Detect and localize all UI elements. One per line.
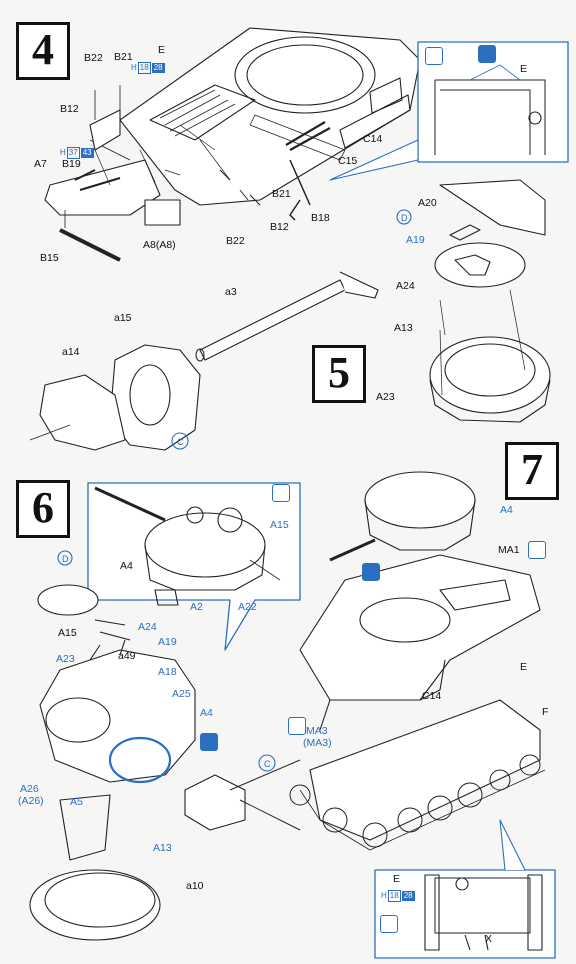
part-label: a15	[114, 312, 132, 324]
part-label: F	[542, 706, 549, 718]
part-label: A4	[200, 707, 213, 719]
step5-mantlet	[29, 344, 201, 451]
part-label: E	[520, 63, 528, 75]
part-label: X	[485, 933, 493, 945]
part-label: a49	[118, 650, 136, 662]
part-label: E	[393, 873, 401, 885]
part-label: MA1	[498, 544, 520, 556]
part-label: B22	[226, 235, 245, 247]
paint-drop-icon	[528, 541, 546, 559]
part-label: A5	[70, 796, 83, 808]
part-label: A4	[500, 504, 513, 516]
part-label: (A26)	[18, 795, 44, 807]
step6-detail-callout	[87, 482, 301, 651]
part-label: B19	[62, 158, 81, 170]
part-label: B21	[114, 51, 133, 63]
part-label: A22	[238, 601, 257, 613]
part-label: A24	[138, 621, 157, 633]
part-label: MA3	[306, 725, 328, 737]
part-label: A20	[418, 197, 437, 209]
part-label: D	[62, 554, 69, 564]
part-label: (MA3)	[303, 737, 332, 749]
step4-rear-plate	[44, 159, 161, 262]
part-label: A8(A8)	[143, 239, 176, 251]
part-label: A23	[56, 653, 75, 665]
glue-icon	[380, 915, 398, 933]
part-label: D	[401, 213, 408, 223]
part-label: C14	[363, 133, 383, 145]
part-label: a10	[186, 880, 204, 892]
step5-hatch	[429, 179, 551, 423]
part-label: A18	[158, 666, 177, 678]
paint-drop-icon	[288, 717, 306, 735]
part-label: C	[264, 759, 271, 769]
part-label: B21	[272, 188, 291, 200]
remove-part-icon	[362, 563, 380, 581]
part-label: C15	[338, 155, 358, 167]
step-number-5: 5	[312, 345, 366, 403]
part-label: A26	[20, 783, 39, 795]
part-label: B18	[311, 212, 330, 224]
part-label: E	[158, 44, 166, 56]
part-label: A23	[376, 391, 395, 403]
step6-turret	[29, 584, 301, 941]
part-label: a14	[62, 346, 80, 358]
part-label: C	[177, 437, 184, 447]
part-label: A25	[172, 688, 191, 700]
photo-etch-icon	[200, 733, 218, 751]
part-label: A19	[406, 234, 425, 246]
part-label: B15	[40, 252, 59, 264]
part-label: A13	[394, 322, 413, 334]
detail-cement-icon	[478, 45, 496, 63]
step7-detail-callout	[374, 819, 556, 959]
part-label: a3	[225, 286, 237, 298]
part-label: B12	[60, 103, 79, 115]
part-label: E	[520, 661, 528, 673]
part-label: A15	[270, 519, 289, 531]
glue-icon	[425, 47, 443, 65]
part-label: A24	[396, 280, 415, 292]
part-label: B12	[270, 221, 289, 233]
part-label: B22	[84, 52, 103, 64]
part-label: C14	[422, 690, 442, 702]
step4-hull-drawing	[119, 27, 421, 206]
step-number-7: 7	[505, 442, 559, 500]
part-label: A7	[34, 158, 47, 170]
step7-turret	[329, 471, 476, 562]
step5-gun-barrel	[195, 271, 379, 362]
part-label: A2	[190, 601, 203, 613]
step-number-4: 4	[16, 22, 70, 80]
part-label: A15	[58, 627, 77, 639]
part-label: A19	[158, 636, 177, 648]
part-label: A4	[120, 560, 133, 572]
step-number-6: 6	[16, 480, 70, 538]
step7-hull-lower	[289, 699, 546, 851]
part-label: A13	[153, 842, 172, 854]
glue-icon	[272, 484, 290, 502]
